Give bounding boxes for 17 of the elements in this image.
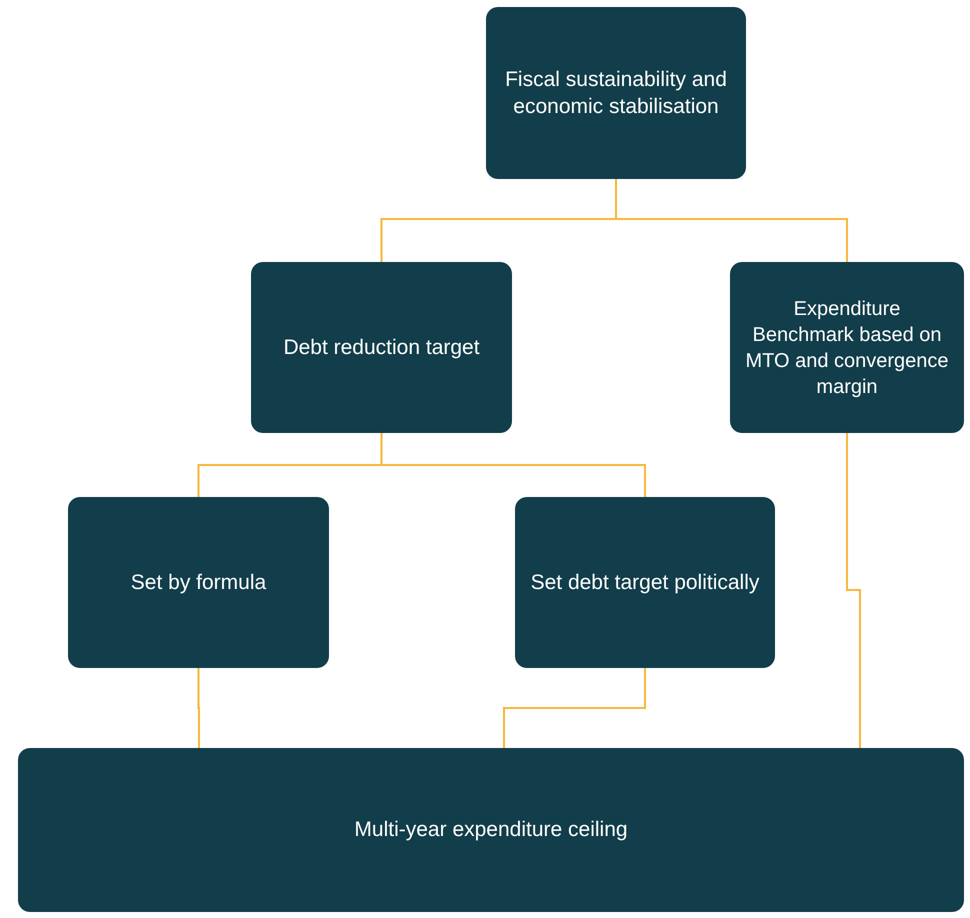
process-box <box>18 748 964 912</box>
process-box <box>68 497 329 668</box>
process-box <box>251 262 512 433</box>
connector-line <box>503 668 646 748</box>
box-label: Expenditure Benchmark based on MTO and convergence margin <box>744 296 950 400</box>
box-label: Set by formula <box>130 570 266 596</box>
process-box <box>730 262 964 433</box>
process-box <box>515 497 775 668</box>
connector-line <box>198 668 200 748</box>
box-label: Fiscal sustainability and economic stabilisation <box>504 66 728 120</box>
process-box <box>486 7 746 179</box>
box-label: Set debt target politically <box>530 570 760 596</box>
connector-line <box>615 179 848 262</box>
box-label: Debt reduction target <box>283 334 480 361</box>
connector-line <box>380 433 646 497</box>
box-label: Multi-year expenditure ceiling <box>354 817 628 844</box>
connector-line <box>846 433 861 748</box>
